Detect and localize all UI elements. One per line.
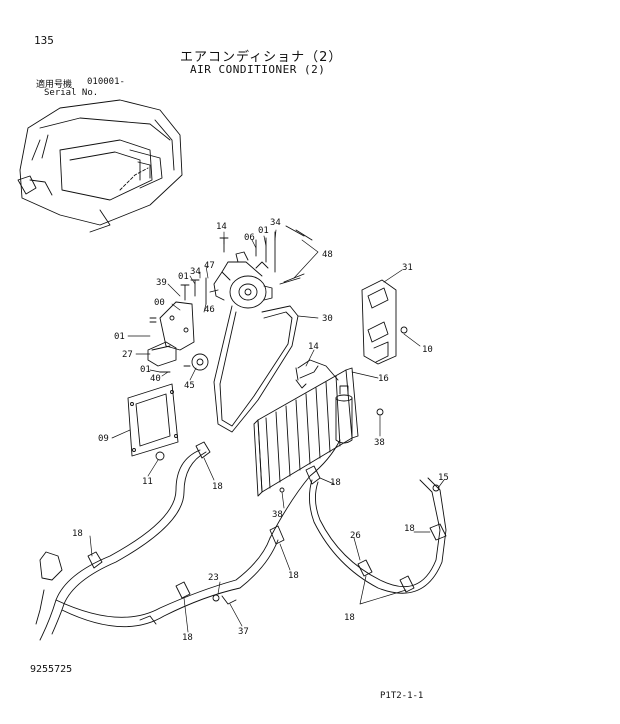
callout-11: 11 bbox=[142, 477, 153, 487]
callout-30: 30 bbox=[322, 314, 333, 324]
callout-47: 47 bbox=[204, 261, 215, 271]
callout-26: 26 bbox=[350, 531, 361, 541]
callout-27: 27 bbox=[122, 350, 133, 360]
callout-23: 23 bbox=[208, 573, 219, 583]
serial-value: 010001- bbox=[87, 77, 125, 87]
callout-14: 14 bbox=[216, 222, 227, 232]
callout-38: 38 bbox=[374, 438, 385, 448]
serial-label-japanese: 適用号機 bbox=[36, 80, 73, 90]
callout-34: 34 bbox=[190, 267, 201, 277]
callout-09: 09 bbox=[98, 434, 109, 444]
sheet-code: P1T2-1-1 bbox=[380, 691, 424, 701]
callout-18: 18 bbox=[330, 478, 341, 488]
callout-40: 40 bbox=[150, 374, 161, 384]
callout-01: 01 bbox=[140, 365, 151, 375]
mesh-panel bbox=[127, 383, 179, 457]
callout-labels: 14 34 06 01 48 39 01 34 47 31 00 46 30 0… bbox=[72, 218, 449, 643]
callout-18: 18 bbox=[404, 524, 415, 534]
hoses bbox=[35, 359, 447, 641]
callout-06: 06 bbox=[244, 233, 255, 243]
document-number: 9255725 bbox=[30, 664, 73, 675]
callout-38: 38 bbox=[272, 510, 283, 520]
title-english: AIR CONDITIONER (2) bbox=[190, 63, 326, 76]
callout-31: 31 bbox=[402, 263, 413, 273]
callout-34: 34 bbox=[270, 218, 281, 228]
hose-clamps bbox=[87, 408, 447, 602]
callout-01: 01 bbox=[114, 332, 125, 342]
callout-01: 01 bbox=[178, 272, 189, 282]
callout-00: 00 bbox=[154, 298, 165, 308]
compressor bbox=[209, 251, 273, 309]
page-number: 135 bbox=[34, 34, 54, 47]
callout-48: 48 bbox=[322, 250, 333, 260]
callout-18: 18 bbox=[344, 613, 355, 623]
serial-label-english: Serial No. bbox=[44, 88, 99, 98]
compressor-bracket bbox=[147, 301, 209, 371]
callout-14: 14 bbox=[308, 342, 319, 352]
leader-lines bbox=[89, 229, 445, 633]
callout-18: 18 bbox=[212, 482, 223, 492]
callout-46: 46 bbox=[204, 305, 215, 315]
callout-39: 39 bbox=[156, 278, 167, 288]
callout-45: 45 bbox=[184, 381, 195, 391]
callout-15: 15 bbox=[438, 473, 449, 483]
condenser-bracket bbox=[361, 279, 408, 365]
callout-10: 10 bbox=[422, 345, 433, 355]
callout-18: 18 bbox=[288, 571, 299, 581]
callout-16: 16 bbox=[378, 374, 389, 384]
callout-18: 18 bbox=[72, 529, 83, 539]
callout-18: 18 bbox=[182, 633, 193, 643]
title-japanese: エアコンディショナ（2） bbox=[180, 50, 343, 65]
v-belt bbox=[213, 305, 299, 433]
machine-overview bbox=[17, 99, 183, 233]
callout-01: 01 bbox=[258, 226, 269, 236]
receiver-drier bbox=[335, 385, 353, 444]
condenser bbox=[253, 365, 359, 497]
callout-37: 37 bbox=[238, 627, 249, 637]
